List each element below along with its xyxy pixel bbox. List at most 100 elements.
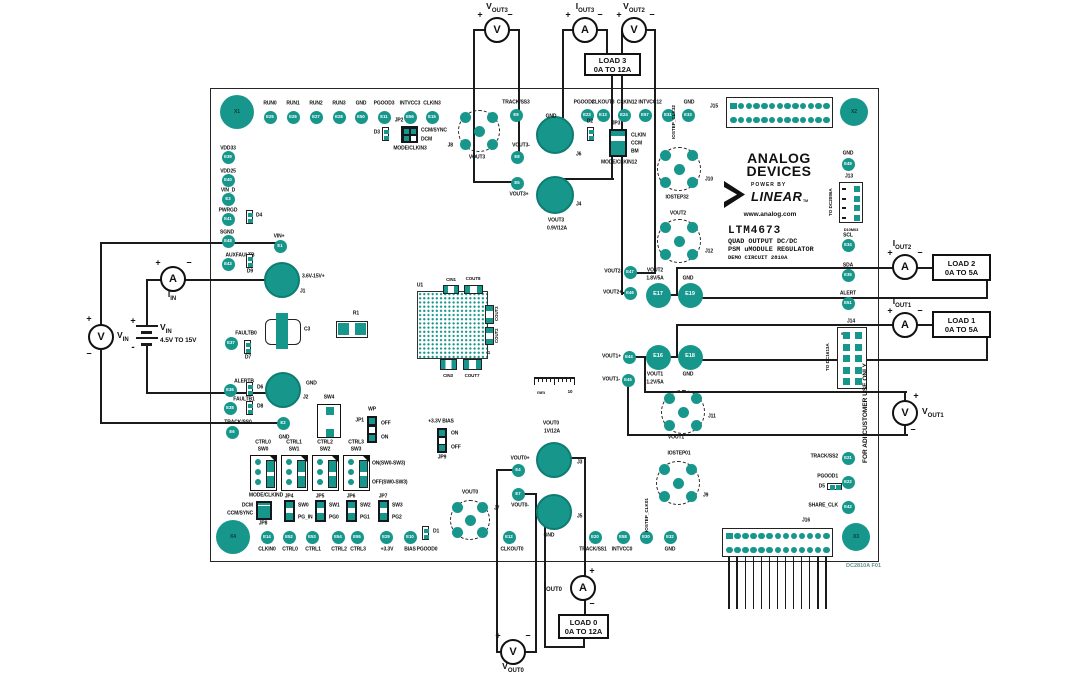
connector-pad — [663, 420, 675, 432]
connector-pad — [486, 138, 498, 150]
connector-pad — [464, 514, 476, 526]
wire — [473, 181, 515, 183]
header-pin — [766, 546, 773, 553]
jumper-label-JP4: JP4 — [284, 493, 294, 500]
switch-slider-pos — [267, 476, 274, 487]
connector-ref-J14: J14 — [846, 318, 856, 325]
test-point-label-E1: VIN+ — [273, 233, 285, 240]
header-pin — [737, 102, 745, 109]
silk-label: PGOOD0 — [416, 546, 438, 553]
iout2-ammeter-plus: + — [887, 247, 893, 258]
jumper-JP7 — [378, 500, 389, 522]
capacitor-label-CIN3: CIN3 — [443, 372, 453, 378]
led-chip — [830, 485, 835, 490]
connector-J14 — [837, 327, 867, 389]
wire — [524, 651, 537, 653]
header-pin — [806, 546, 814, 553]
jumper-JP4 — [284, 500, 295, 522]
jumper-label-JP5: SW1 — [329, 502, 340, 509]
wire — [473, 29, 486, 31]
scale-tick — [574, 377, 575, 385]
header-pin — [730, 116, 737, 123]
test-point-label-E26: RUN1 — [286, 100, 300, 107]
header-pin — [742, 532, 749, 539]
connector-pin — [843, 378, 850, 385]
header-leg — [768, 557, 770, 609]
test-point-label-E50: GND — [355, 100, 367, 107]
test-point-label-E3: VIN_D — [220, 187, 236, 194]
iout1-ammeter-plus: + — [887, 305, 893, 316]
connector-sub-J13: D10M03 — [843, 227, 859, 232]
connector-pad — [476, 526, 488, 538]
header-pin — [758, 546, 765, 553]
capacitor-COUT2 — [485, 327, 494, 345]
wire — [611, 75, 613, 180]
turret-label-J2: GND — [306, 380, 317, 387]
power-pad-E16: E16 — [645, 344, 671, 370]
connector-pin — [843, 366, 850, 374]
test-point-E57: E57 — [638, 108, 652, 122]
test-point-label-E34: SCL — [843, 232, 853, 239]
source-plus-sign: + — [130, 315, 136, 326]
switch-label-SW2: SW2 — [319, 446, 331, 453]
connector-pin — [855, 355, 862, 362]
wire — [496, 469, 513, 471]
test-point-label-E10: BIAS — [404, 546, 416, 553]
connector-pin — [855, 366, 862, 374]
test-point-label-E15: CLKIN3 — [423, 100, 441, 107]
test-point-E1: E1 — [273, 239, 287, 253]
component-body — [276, 313, 288, 349]
led-label-D2: D2 — [586, 118, 594, 125]
connector-pad — [687, 249, 699, 261]
vout3-voltmeter-label: VOUT3 — [486, 1, 508, 14]
wire — [916, 324, 934, 326]
connector-J11 — [661, 390, 705, 434]
load-1-range: 0A TO 5A — [944, 324, 979, 334]
connector-pad — [452, 502, 464, 514]
wire — [676, 325, 678, 358]
header-pin — [766, 532, 773, 539]
iout0-ammeter-minus: − — [589, 598, 595, 609]
test-point-E2: E2 — [276, 416, 290, 430]
wire — [508, 29, 520, 31]
power-pad-label-E16: VOUT1 — [646, 371, 664, 378]
test-point-label-E58: INTVCC0 — [611, 546, 633, 553]
turret-label-J2: J2 — [303, 394, 309, 401]
test-point-E27: E27 — [309, 110, 323, 124]
connector-pad — [460, 112, 472, 124]
connector-label-J9: IOSTEP01 — [667, 450, 691, 457]
scale-tick — [566, 377, 567, 382]
led-label-D4: D4 — [256, 212, 263, 219]
switch-label-SW1: SW1 — [288, 446, 300, 453]
test-point-E38: E38 — [223, 401, 237, 415]
header-pin — [737, 116, 745, 123]
connector-ref-J9: J9 — [703, 492, 709, 499]
test-point-label-E28: RUN3 — [332, 100, 346, 107]
connector-pad — [659, 149, 671, 161]
jumper-label-JP2: MODE/CLKIN3 — [393, 145, 427, 152]
header-leg — [736, 557, 738, 609]
iin-ammeter-plus: + — [155, 257, 161, 268]
board-note-vertical: FOR ADI CUSTOMER USE ONLY — [862, 363, 869, 463]
connector-pad — [673, 235, 685, 247]
header-pin — [798, 532, 806, 539]
switch-label-SW1: CTRL1 — [286, 439, 302, 446]
led-chip — [384, 130, 389, 134]
connector-pad — [677, 406, 689, 418]
led-label-D7: D7 — [244, 354, 252, 361]
test-point-E37: E37 — [224, 336, 238, 350]
connector-pin — [854, 195, 860, 202]
header-pin — [726, 546, 733, 553]
test-point-label-E14: CLKIN0 — [258, 546, 276, 553]
test-point-label-E7: VOUT0- — [511, 502, 529, 509]
silk-label: OFF(SW0-SW3) — [372, 479, 408, 486]
component-label-R1: R1 — [352, 310, 360, 317]
test-point-E33: E33 — [681, 108, 695, 122]
test-point-E22: E22 — [841, 475, 855, 489]
jumper-pin — [286, 513, 293, 520]
test-point-E45: E45 — [621, 373, 635, 387]
capacitor-CIN3 — [440, 359, 457, 370]
iout3-ammeter-label: IOUT3 — [575, 1, 595, 14]
